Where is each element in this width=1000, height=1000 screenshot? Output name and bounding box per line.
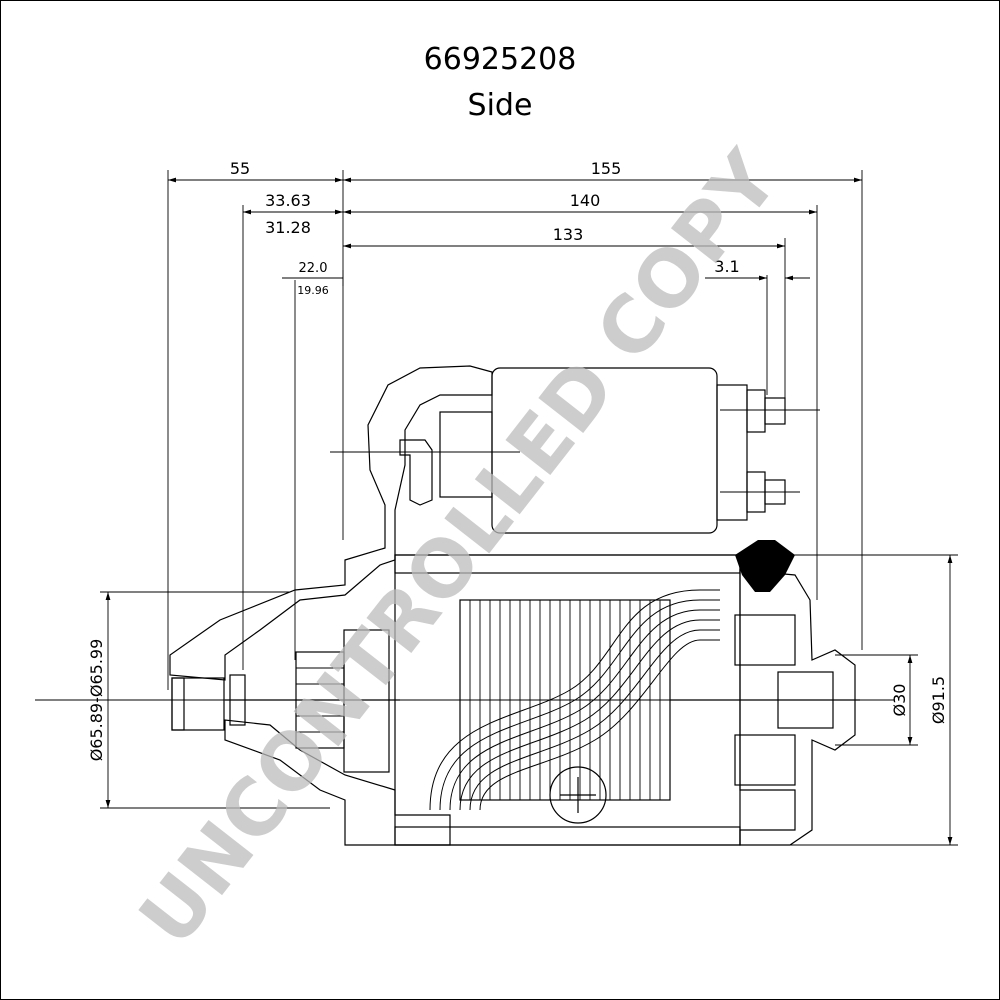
pinion-nose <box>171 677 225 731</box>
dim-3-1: 3.1 <box>714 257 739 276</box>
dim-diameter-30: Ø30 <box>890 684 909 717</box>
dim-33-63: 33.63 <box>265 191 311 210</box>
through-bolt-head <box>549 766 607 824</box>
watermark: UNCONTROLLED COPY <box>123 134 797 962</box>
end-cover <box>739 569 856 846</box>
dim-55: 55 <box>230 159 250 178</box>
shift-lever <box>399 439 433 506</box>
brush-holder-upper <box>734 614 796 666</box>
wire-grommet <box>735 540 795 592</box>
brush-holder-lower <box>734 734 796 786</box>
dimension-labels: 55 155 33.63 140 31.28 133 22.0 19.96 3.… <box>87 159 948 761</box>
field-winding <box>429 589 720 811</box>
part-number-title: 66925208 <box>423 42 577 77</box>
starter-assembly <box>169 365 860 846</box>
drive-housing-lower <box>224 719 451 846</box>
clutch <box>343 629 390 773</box>
dim-19-96: 19.96 <box>297 284 329 297</box>
dim-22-0: 22.0 <box>299 261 328 276</box>
terminal-nut-upper <box>746 389 766 433</box>
solenoid-plunger <box>439 411 493 498</box>
dim-diameter-91-5: Ø91.5 <box>929 676 948 724</box>
dim-pilot-diameter: Ø65.89-Ø65.99 <box>87 639 106 762</box>
dim-31-28: 31.28 <box>265 218 311 237</box>
dimension-lines <box>35 170 958 846</box>
dim-155: 155 <box>591 159 622 178</box>
view-label: Side <box>467 88 533 123</box>
dim-140: 140 <box>570 191 601 210</box>
dim-133: 133 <box>553 225 584 244</box>
